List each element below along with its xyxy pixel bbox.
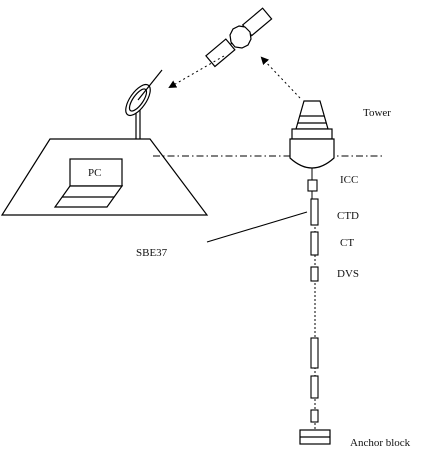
ct-instrument	[310, 231, 319, 256]
sbe37-leader-line	[206, 211, 308, 243]
buoy-tower	[295, 100, 329, 130]
instrument-7	[310, 409, 319, 423]
dvs-instrument	[310, 266, 319, 282]
ctd-label: CTD	[337, 210, 359, 222]
satellite-to-ground-arrow	[168, 55, 225, 88]
buoy-hull	[289, 138, 335, 169]
anchor-block-icon	[299, 429, 331, 445]
anchor-block-label: Anchor block	[350, 437, 411, 449]
laptop-icon	[53, 158, 124, 208]
dish-antenna-icon	[125, 69, 163, 117]
buoy-icon	[289, 100, 335, 169]
data-link-arrows	[168, 55, 301, 99]
icc-instrument	[307, 179, 318, 192]
instrument-5	[310, 337, 319, 369]
ct-label: CT	[340, 237, 354, 249]
dvs-label: DVS	[337, 268, 359, 280]
ground-station	[0, 69, 209, 216]
instrument-6	[310, 375, 319, 399]
pc-label: PC	[88, 167, 101, 179]
icc-label: ICC	[340, 174, 358, 186]
buoy-to-satellite-arrow	[260, 56, 301, 99]
buoy-deck	[291, 128, 333, 140]
sbe37-label: SBE37	[136, 247, 168, 259]
ctd-instrument	[310, 198, 319, 226]
satellite-icon	[205, 7, 273, 68]
mooring-instruments	[307, 179, 319, 423]
tower-label: Tower	[363, 107, 391, 119]
